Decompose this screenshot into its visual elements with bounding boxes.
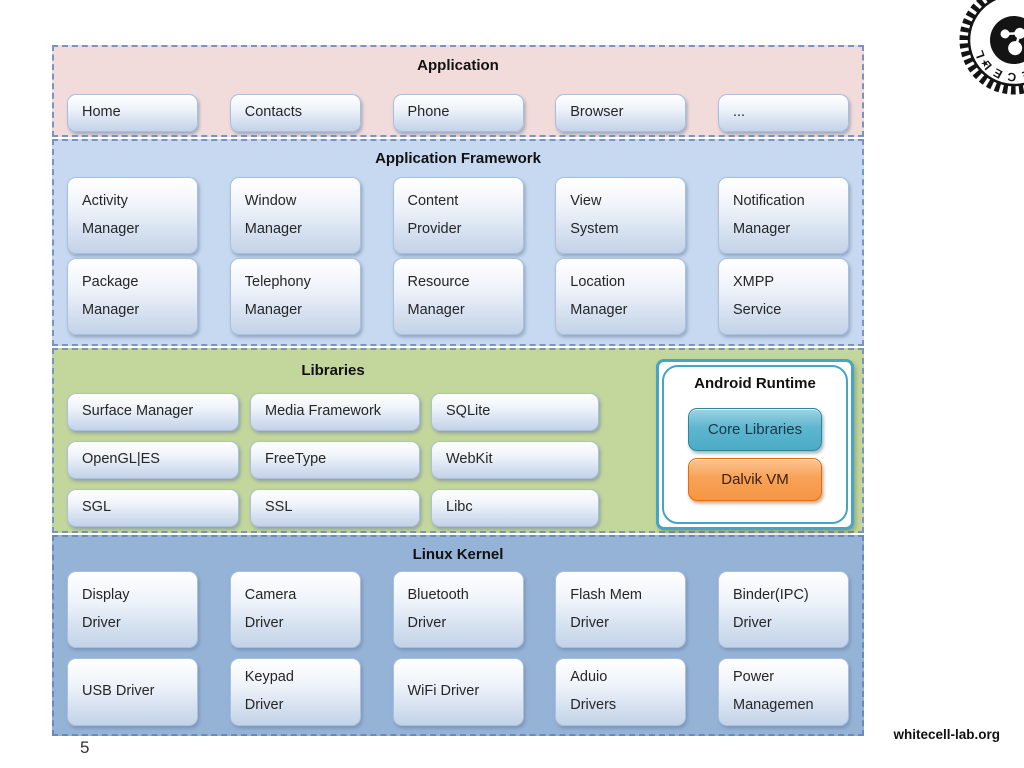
application-framework-layer: Application Framework Activity Manager W… [52,139,864,346]
footer-brand: whitecell-lab.org [893,727,1000,742]
android-runtime-box: Android Runtime Core Libraries Dalvik VM [656,359,854,530]
kernel-box-binder-ipc-driver: Binder(IPC) Driver [718,571,849,648]
fw-box-notification-manager: Notification Manager [718,177,849,254]
app-box-more: ... [718,94,849,132]
svg-text:★: ★ [979,57,991,71]
fw-box-content-provider: Content Provider [392,177,524,254]
whitecell-stamp: WHITECELL ★ [948,0,1024,106]
android-runtime-title: Android Runtime [694,375,816,392]
kernel-box-power-management: Power Managemen [718,658,849,726]
kernel-box-flash-mem-driver: Flash Mem Driver [555,571,687,648]
lib-box-freetype: FreeType [250,441,420,479]
lib-box-webkit: WebKit [431,441,599,479]
application-layer-title: Application [417,57,499,74]
fw-box-view-system: View System [555,177,687,254]
app-box-browser: Browser [555,94,687,132]
kernel-row-2: USB Driver Keypad Driver WiFi Driver Adu… [54,658,862,726]
fw-box-xmpp-service: XMPP Service [718,258,849,335]
libraries-grid: Surface Manager Media Framework SQLite O… [54,379,612,527]
android-architecture-diagram: Application Home Contacts Phone Browser … [52,45,864,738]
libraries-layer: Libraries Surface Manager Media Framewor… [52,348,864,533]
runtime-box-core-libraries: Core Libraries [688,408,822,451]
lib-box-ssl: SSL [250,489,420,527]
lib-box-surface-manager: Surface Manager [67,393,239,431]
app-box-phone: Phone [392,94,524,132]
framework-row-2: Package Manager Telephony Manager Resour… [54,258,862,335]
app-box-contacts: Contacts [229,94,361,132]
framework-row-1: Activity Manager Window Manager Content … [54,177,862,254]
kernel-layer-title: Linux Kernel [412,546,504,563]
lib-box-opengl-es: OpenGL|ES [67,441,239,479]
fw-box-activity-manager: Activity Manager [67,177,198,254]
kernel-box-display-driver: Display Driver [67,571,198,648]
kernel-box-usb-driver: USB Driver [67,658,198,726]
linux-kernel-layer: Linux Kernel Display Driver Camera Drive… [52,535,864,736]
fw-box-location-manager: Location Manager [555,258,687,335]
lib-box-media-framework: Media Framework [250,393,420,431]
kernel-row-1: Display Driver Camera Driver Bluetooth D… [54,571,862,648]
framework-layer-title: Application Framework [375,150,541,167]
lib-box-sgl: SGL [67,489,239,527]
fw-box-package-manager: Package Manager [67,258,198,335]
fw-box-telephony-manager: Telephony Manager [229,258,361,335]
page-number: 5 [80,738,90,757]
kernel-box-camera-driver: Camera Driver [229,571,361,648]
lib-box-sqlite: SQLite [431,393,599,431]
libraries-layer-title: Libraries [301,362,365,379]
app-box-home: Home [67,94,198,132]
fw-box-resource-manager: Resource Manager [392,258,524,335]
fw-box-window-manager: Window Manager [229,177,361,254]
runtime-box-dalvik-vm: Dalvik VM [688,458,822,501]
lib-box-libc: Libc [431,489,599,527]
application-buttons-row: Home Contacts Phone Browser ... [54,94,862,132]
kernel-box-audio-drivers: Aduio Drivers [555,658,687,726]
application-layer: Application Home Contacts Phone Browser … [52,45,864,137]
kernel-box-bluetooth-driver: Bluetooth Driver [392,571,524,648]
kernel-box-keypad-driver: Keypad Driver [229,658,361,726]
kernel-box-wifi-driver: WiFi Driver [392,658,524,726]
molecule-seal-icon: WHITECELL ★ [959,0,1024,98]
